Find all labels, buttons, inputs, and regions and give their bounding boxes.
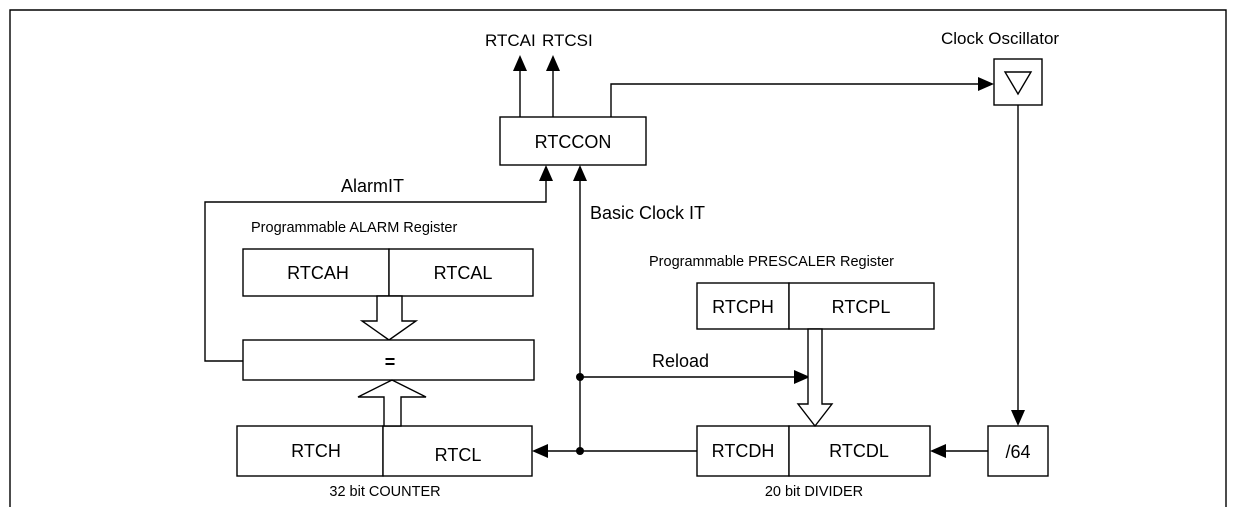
comparator-symbol: = xyxy=(385,352,396,372)
rtcai-arrowhead xyxy=(513,55,527,71)
divider-input-arrowhead xyxy=(930,444,946,458)
prescaler-low-cell xyxy=(788,282,935,330)
output-label-rtcai: RTCAI xyxy=(485,31,536,50)
divider-low-label: RTCDL xyxy=(829,441,889,461)
counter-input-arrowhead xyxy=(532,444,548,458)
comparator-box xyxy=(242,339,535,381)
reload-label: Reload xyxy=(652,351,709,371)
reload-arrowhead xyxy=(794,370,810,384)
div64-input-arrowhead xyxy=(1011,410,1025,426)
alarm-low-cell xyxy=(388,248,534,297)
div64-label: /64 xyxy=(1005,442,1030,462)
counter-high-cell xyxy=(236,425,384,477)
prescaler-low-label: RTCPL xyxy=(832,297,891,317)
alarm-register-caption: Programmable ALARM Register xyxy=(251,220,457,236)
divider-low-cell xyxy=(788,425,931,477)
rtccon-label: RTCCON xyxy=(535,132,612,152)
alarm-it-line xyxy=(204,181,547,362)
rtccon-to-oscillator-line xyxy=(610,83,980,117)
diagram-frame xyxy=(9,9,1227,507)
oscillator-input-arrowhead xyxy=(978,77,994,91)
counter-low-label: RTCL xyxy=(435,445,482,465)
alarm-to-comparator-hollow-arrow xyxy=(359,295,419,341)
divider-caption: 20 bit DIVIDER xyxy=(765,484,863,500)
alarm-it-arrowhead xyxy=(539,165,553,181)
counter-low-cell xyxy=(382,425,533,477)
rtcsi-arrowhead xyxy=(546,55,560,71)
prescaler-caption: Programmable PRESCALER Register xyxy=(649,254,894,270)
basic-clock-it-arrowhead xyxy=(573,165,587,181)
junction-dot-reload xyxy=(576,373,584,381)
output-label-rtcsi: RTCSI xyxy=(542,31,593,50)
counter-caption: 32 bit COUNTER xyxy=(329,484,440,500)
prescaler-high-cell xyxy=(696,282,790,330)
clock-oscillator-label: Clock Oscillator xyxy=(941,29,1059,48)
counter-high-label: RTCH xyxy=(291,441,341,461)
counter-to-comparator-hollow-arrow xyxy=(357,379,427,427)
alarm-low-label: RTCAL xyxy=(434,263,493,283)
clock-oscillator-box xyxy=(993,58,1043,106)
rtccon-box xyxy=(499,116,647,166)
divider-high-label: RTCDH xyxy=(712,441,775,461)
alarm-it-label: AlarmIT xyxy=(341,176,404,196)
clock-oscillator-icon xyxy=(1003,71,1033,96)
alarm-high-label: RTCAH xyxy=(287,263,349,283)
prescaler-high-label: RTCPH xyxy=(712,297,774,317)
prescaler-to-divider-hollow-arrow xyxy=(796,328,834,428)
basic-clock-it-label: Basic Clock IT xyxy=(590,203,705,223)
